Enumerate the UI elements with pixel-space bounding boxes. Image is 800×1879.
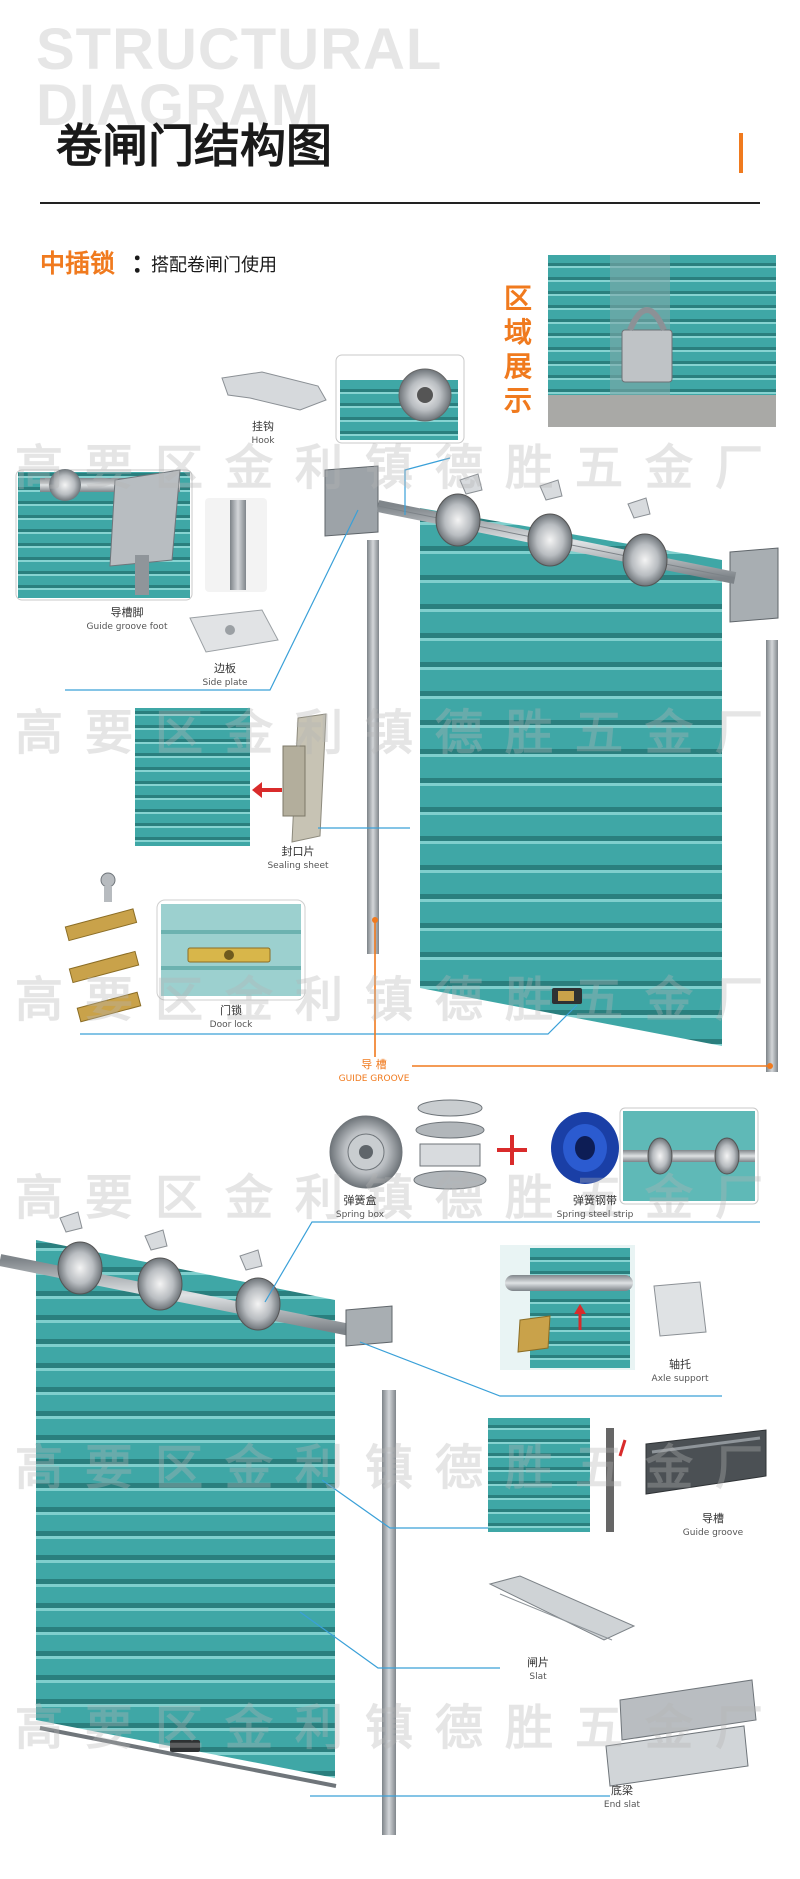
lock-section-colon: ： [131, 249, 157, 278]
lock-section-subtitle: 搭配卷闸门使用 [151, 255, 277, 276]
spring-steel-strip-label: 弹簧钢带 Spring steel strip [556, 1194, 634, 1220]
guide-groove-box [488, 1418, 767, 1532]
spring-box-exploded [413, 1099, 487, 1190]
bottom-door-lock [170, 1740, 200, 1752]
sealing-sheet-label: 封口片 Sealing sheet [267, 845, 329, 871]
guide-groove-label: 导槽 Guide groove [682, 1512, 744, 1538]
axle-support-box [500, 1245, 707, 1370]
axle-support-label: 轴托 Axle support [651, 1358, 709, 1384]
sealing-sheet-box [135, 708, 327, 846]
area-show-char: 域 [503, 316, 532, 349]
guide-groove-top-label: 导 槽 GUIDE GROOVE [338, 1058, 410, 1084]
hook-part [221, 371, 327, 411]
area-show-char: 展 [503, 350, 532, 383]
slat-label: 闸片 Slat [527, 1656, 549, 1682]
photo-lock-handle [627, 307, 667, 332]
top-door-disc [435, 493, 481, 547]
top-right-side-plate [729, 547, 779, 623]
lock-section-title: 中插锁 [40, 249, 116, 278]
hook-label: 挂钩 Hook [251, 420, 275, 446]
bottom-left-rail [16, 1290, 24, 1710]
spring-photo-box [619, 1107, 759, 1205]
bottom-guide-rail [382, 1390, 396, 1835]
side-plate-part [189, 609, 279, 653]
bottom-side-plate [345, 1305, 393, 1347]
slat-part [488, 1575, 636, 1641]
area-show-char: 示 [503, 384, 532, 417]
bottom-door-assembly [0, 1211, 396, 1835]
door-lock-label: 门锁 Door lock [209, 1004, 253, 1030]
end-slat-part [605, 1679, 757, 1787]
end-slat-label: 底梁 End slat [603, 1784, 641, 1810]
bottom-door-body [36, 1240, 335, 1778]
header-divider [40, 202, 760, 204]
photo-lock-plate [621, 329, 673, 383]
top-door-disc [527, 513, 573, 567]
plus-sign [497, 1135, 527, 1165]
photo-floor [548, 395, 776, 427]
accent-bar [739, 133, 743, 173]
bg-title-line-1: STRUCTURAL [36, 17, 443, 82]
guide-groove-foot-label: 导槽脚 Guide groove foot [86, 606, 168, 632]
top-door-disc [622, 533, 668, 587]
top-left-guide-rail [367, 540, 379, 954]
background-title: STRUCTURAL DIAGRAM [36, 17, 596, 138]
bottom-door-disc [57, 1241, 103, 1295]
side-plate-label: 边板 Side plate [202, 662, 248, 688]
area-show-photo [548, 255, 776, 427]
bottom-leader-lines [264, 1221, 760, 1797]
guide-groove-leader [374, 920, 770, 1067]
bg-title-line-2: DIAGRAM [36, 73, 321, 138]
area-show-label: 区 域 展 示 [502, 282, 534, 418]
top-right-guide-rail [766, 640, 778, 1072]
top-left-side-plate [324, 465, 379, 537]
spring-box-part [329, 1115, 403, 1189]
door-lock-parts [64, 872, 306, 1023]
area-show-char: 区 [503, 282, 532, 315]
page-title: 卷闸门结构图 [56, 119, 332, 173]
guide-groove-piece [205, 498, 267, 592]
spring-steel-strip-part [551, 1112, 619, 1184]
bottom-door-disc [235, 1277, 281, 1331]
hook-detail-box [335, 354, 465, 444]
bottom-door-disc [137, 1257, 183, 1311]
top-door-body [420, 508, 722, 1046]
top-leader-lines [65, 457, 578, 1035]
spring-box-label: 弹簧盒 Spring box [335, 1194, 385, 1220]
top-door-assembly [324, 465, 779, 1072]
guide-groove-foot-box [15, 469, 193, 601]
